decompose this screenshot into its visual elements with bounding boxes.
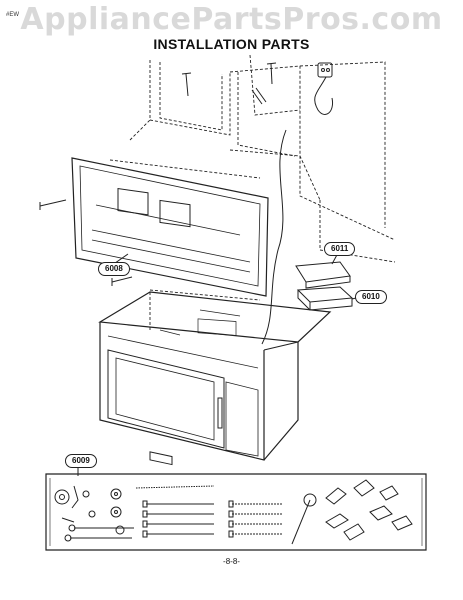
page-number: -8-8-	[223, 557, 240, 566]
callout-6011: 6011	[324, 242, 356, 256]
kit-long-bolts	[135, 485, 215, 538]
wall-outlet-icon	[314, 62, 334, 115]
page-title: INSTALLATION PARTS	[153, 36, 310, 52]
watermark: AppliancePartsPros.com	[20, 2, 443, 37]
wall-plate-part	[71, 157, 269, 297]
top-screw-icon	[181, 62, 277, 105]
kit-toggle-bolts	[291, 479, 413, 545]
cabinet-outline	[109, 54, 396, 330]
top-cabinet-bracket-part	[295, 252, 351, 289]
bottom-bracket-part	[296, 286, 357, 311]
wall-plate-screw-icon	[39, 199, 133, 286]
kit-wood-screws	[228, 500, 282, 538]
callout-6008: 6008	[98, 262, 130, 276]
callout-6010: 6010	[355, 290, 387, 304]
callout-6009: 6009	[65, 454, 97, 468]
hardware-kit-box	[45, 473, 427, 551]
power-cord	[261, 129, 287, 345]
microwave-unit	[98, 291, 332, 466]
kit-screws	[54, 485, 134, 542]
corner-code: #EW	[6, 12, 20, 18]
